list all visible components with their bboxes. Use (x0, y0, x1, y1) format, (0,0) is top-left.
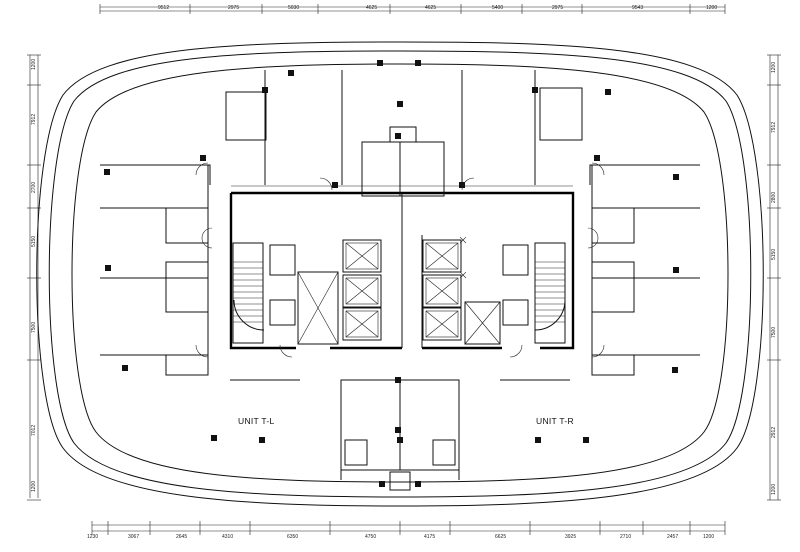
structural-columns (104, 60, 679, 487)
column (379, 481, 385, 487)
dim-bottom-8: 6625 (495, 534, 506, 540)
column (397, 437, 403, 443)
elevators (342, 236, 467, 341)
dim-bottom-1: 1230 (87, 534, 98, 540)
column (395, 133, 401, 139)
elevator-cross (345, 277, 379, 305)
elevator-cab (425, 242, 459, 270)
dim-left-6: 7012 (31, 425, 37, 436)
dim-top-6: 5400 (492, 5, 503, 11)
column (259, 437, 265, 443)
elevator-car (422, 239, 462, 273)
dim-bottom-7: 4175 (424, 534, 435, 540)
dim-bottom-9: 3925 (565, 534, 576, 540)
dim-top-9: 1200 (706, 5, 717, 11)
column (532, 87, 538, 93)
dim-bottom-2: 3067 (128, 534, 139, 540)
column (415, 481, 421, 487)
elevator-car (422, 307, 462, 341)
column (397, 101, 403, 107)
column (594, 155, 600, 161)
unit-label-right: UNIT T-R (536, 416, 574, 426)
dim-left-3: 2700 (31, 182, 37, 193)
dim-right-2: 7912 (771, 122, 777, 133)
dim-right-5: 7500 (771, 327, 777, 338)
left-dimension-labels: 1200 7912 2700 5150 7500 7012 1200 (31, 59, 37, 492)
column (583, 437, 589, 443)
column (104, 169, 110, 175)
partitions (100, 70, 700, 480)
door-swings (195, 162, 605, 358)
elevator-car (342, 307, 382, 341)
dim-left-7: 1200 (31, 481, 37, 492)
column (395, 377, 401, 383)
dim-bottom-11: 2457 (667, 534, 678, 540)
dim-bottom-4: 4310 (222, 534, 233, 540)
elevator-cab (345, 242, 379, 270)
elevator-cab (345, 310, 379, 338)
core (229, 185, 575, 350)
dim-top-2: 2975 (228, 5, 239, 11)
column (122, 365, 128, 371)
elevator-cross (345, 242, 379, 270)
elevator-car (342, 274, 382, 308)
column (673, 174, 679, 180)
dim-bottom-5: 6350 (287, 534, 298, 540)
dim-right-6: 2912 (771, 427, 777, 438)
column (211, 435, 217, 441)
dim-left-2: 7912 (31, 114, 37, 125)
column (105, 265, 111, 271)
building-envelope (36, 41, 764, 507)
dim-top-5: 4625 (425, 5, 436, 11)
column (288, 70, 294, 76)
dim-right-3: 2800 (771, 192, 777, 203)
dim-top-1: 9512 (158, 5, 169, 11)
dim-right-4: 5150 (771, 249, 777, 260)
elevator-cross (425, 242, 459, 270)
elevator-cab (425, 310, 459, 338)
column (673, 267, 679, 273)
dim-bottom-10: 2710 (620, 534, 631, 540)
dim-top-3: 5030 (288, 5, 299, 11)
dim-top-7: 2975 (552, 5, 563, 11)
column (535, 437, 541, 443)
dim-right-1: 1200 (771, 62, 777, 73)
elevator-cab (345, 277, 379, 305)
elevator-car (342, 239, 382, 273)
column (200, 155, 206, 161)
dim-bottom-12: 1200 (703, 534, 714, 540)
dim-top-8: 9543 (632, 5, 643, 11)
stairs (233, 261, 565, 323)
elevator-car (422, 274, 462, 308)
elevator-cross (459, 271, 467, 279)
elevator-cab (425, 277, 459, 305)
elevator-cross (345, 310, 379, 338)
dimension-lines (29, 6, 779, 532)
dim-bottom-3: 2645 (176, 534, 187, 540)
dim-top-4: 4625 (366, 5, 377, 11)
dim-right-7: 1200 (771, 484, 777, 495)
column (672, 367, 678, 373)
column (415, 60, 421, 66)
bottom-dimension-labels: 1230 3067 2645 4310 6350 4750 4175 6625 … (87, 534, 714, 540)
unit-label-left: UNIT T-L (238, 416, 275, 426)
elevator-cross (425, 310, 459, 338)
right-dimension-labels: 1200 7912 2800 5150 7500 2912 1200 (771, 62, 777, 495)
top-dimension-labels: 9512 2975 5030 4625 4625 5400 2975 9543 … (158, 5, 717, 11)
dim-left-5: 7500 (31, 322, 37, 333)
column (395, 427, 401, 433)
elevator-cross (459, 236, 467, 244)
elevator-cross (425, 277, 459, 305)
dim-bottom-6: 4750 (365, 534, 376, 540)
column (377, 60, 383, 66)
dimension-ticks (27, 4, 781, 535)
column (262, 87, 268, 93)
column (605, 89, 611, 95)
dim-left-1: 1200 (31, 59, 37, 70)
column (332, 182, 338, 188)
dim-left-4: 5150 (31, 236, 37, 247)
column (459, 182, 465, 188)
